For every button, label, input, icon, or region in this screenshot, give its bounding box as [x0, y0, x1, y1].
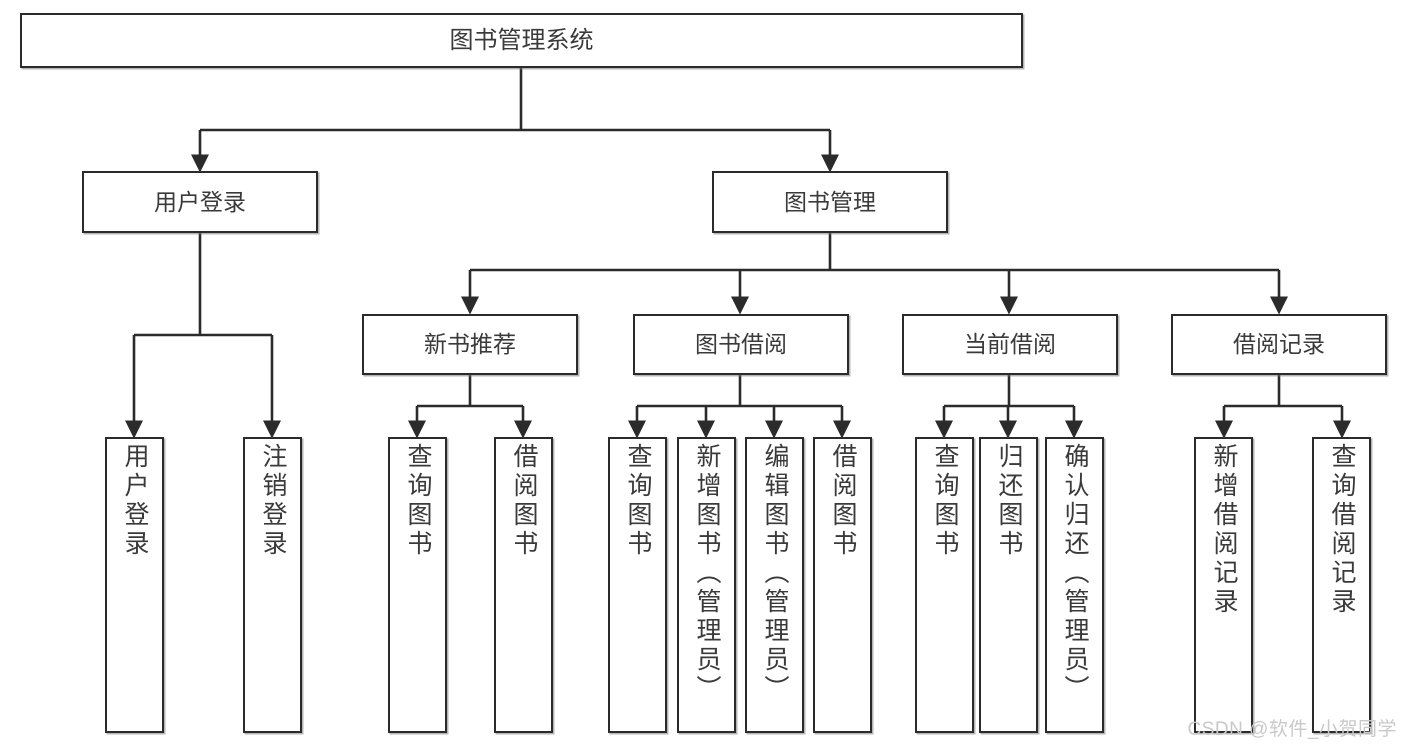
node-borrow-record-label: 借阅记录 — [1233, 331, 1325, 358]
leaf-add-borrow-record[interactable]: 新增借阅记录 — [1194, 437, 1253, 733]
leaf-user-login[interactable]: 用户登录 — [105, 437, 164, 733]
leaf-query-book-2[interactable]: 查询图书 — [608, 437, 667, 733]
leaf-query-borrow-record[interactable]: 查询借阅记录 — [1312, 437, 1371, 733]
leaf-borrow-book-1[interactable]: 借阅图书 — [494, 437, 553, 733]
node-new-book-recommend[interactable]: 新书推荐 — [362, 314, 578, 375]
node-user-login-label: 用户登录 — [154, 188, 246, 215]
leaf-add-book-admin[interactable]: 新增图书（管理员） — [677, 437, 736, 733]
leaf-query-book-1-label: 查询图书 — [404, 443, 432, 559]
leaf-user-login-label: 用户登录 — [121, 443, 149, 559]
leaf-borrow-book-1-label: 借阅图书 — [510, 443, 538, 559]
leaf-borrow-book-2-label: 借阅图书 — [829, 443, 857, 559]
leaf-confirm-return-admin[interactable]: 确认归还（管理员） — [1045, 437, 1104, 733]
node-book-borrow-label: 图书借阅 — [695, 331, 787, 358]
leaf-borrow-book-2[interactable]: 借阅图书 — [813, 437, 872, 733]
leaf-logout-login[interactable]: 注销登录 — [243, 437, 302, 733]
leaf-query-borrow-record-label: 查询借阅记录 — [1328, 443, 1356, 617]
leaf-edit-book-admin-label: 编辑图书（管理员） — [761, 443, 789, 704]
leaf-return-book-label: 归还图书 — [995, 443, 1023, 559]
node-root-label: 图书管理系统 — [449, 26, 594, 54]
node-root[interactable]: 图书管理系统 — [20, 13, 1023, 68]
node-current-borrow[interactable]: 当前借阅 — [902, 314, 1118, 375]
csdn-watermark: CSDN @软件_小贺同学 — [1187, 719, 1397, 740]
node-user-login[interactable]: 用户登录 — [82, 171, 318, 233]
leaf-add-book-admin-label: 新增图书（管理员） — [693, 443, 721, 704]
leaf-logout-login-label: 注销登录 — [259, 443, 287, 559]
node-book-borrow[interactable]: 图书借阅 — [633, 314, 849, 375]
leaf-add-borrow-record-label: 新增借阅记录 — [1210, 443, 1238, 617]
node-new-book-recommend-label: 新书推荐 — [424, 331, 516, 358]
leaf-return-book[interactable]: 归还图书 — [979, 437, 1038, 733]
node-borrow-record[interactable]: 借阅记录 — [1171, 314, 1387, 375]
node-book-management[interactable]: 图书管理 — [712, 171, 948, 233]
node-book-management-label: 图书管理 — [784, 188, 876, 215]
leaf-edit-book-admin[interactable]: 编辑图书（管理员） — [745, 437, 804, 733]
leaf-query-book-3[interactable]: 查询图书 — [915, 437, 974, 733]
leaf-query-book-3-label: 查询图书 — [931, 443, 959, 559]
leaf-query-book-2-label: 查询图书 — [624, 443, 652, 559]
leaf-confirm-return-admin-label: 确认归还（管理员） — [1061, 443, 1089, 704]
leaf-query-book-1[interactable]: 查询图书 — [388, 437, 447, 733]
node-current-borrow-label: 当前借阅 — [964, 331, 1056, 358]
